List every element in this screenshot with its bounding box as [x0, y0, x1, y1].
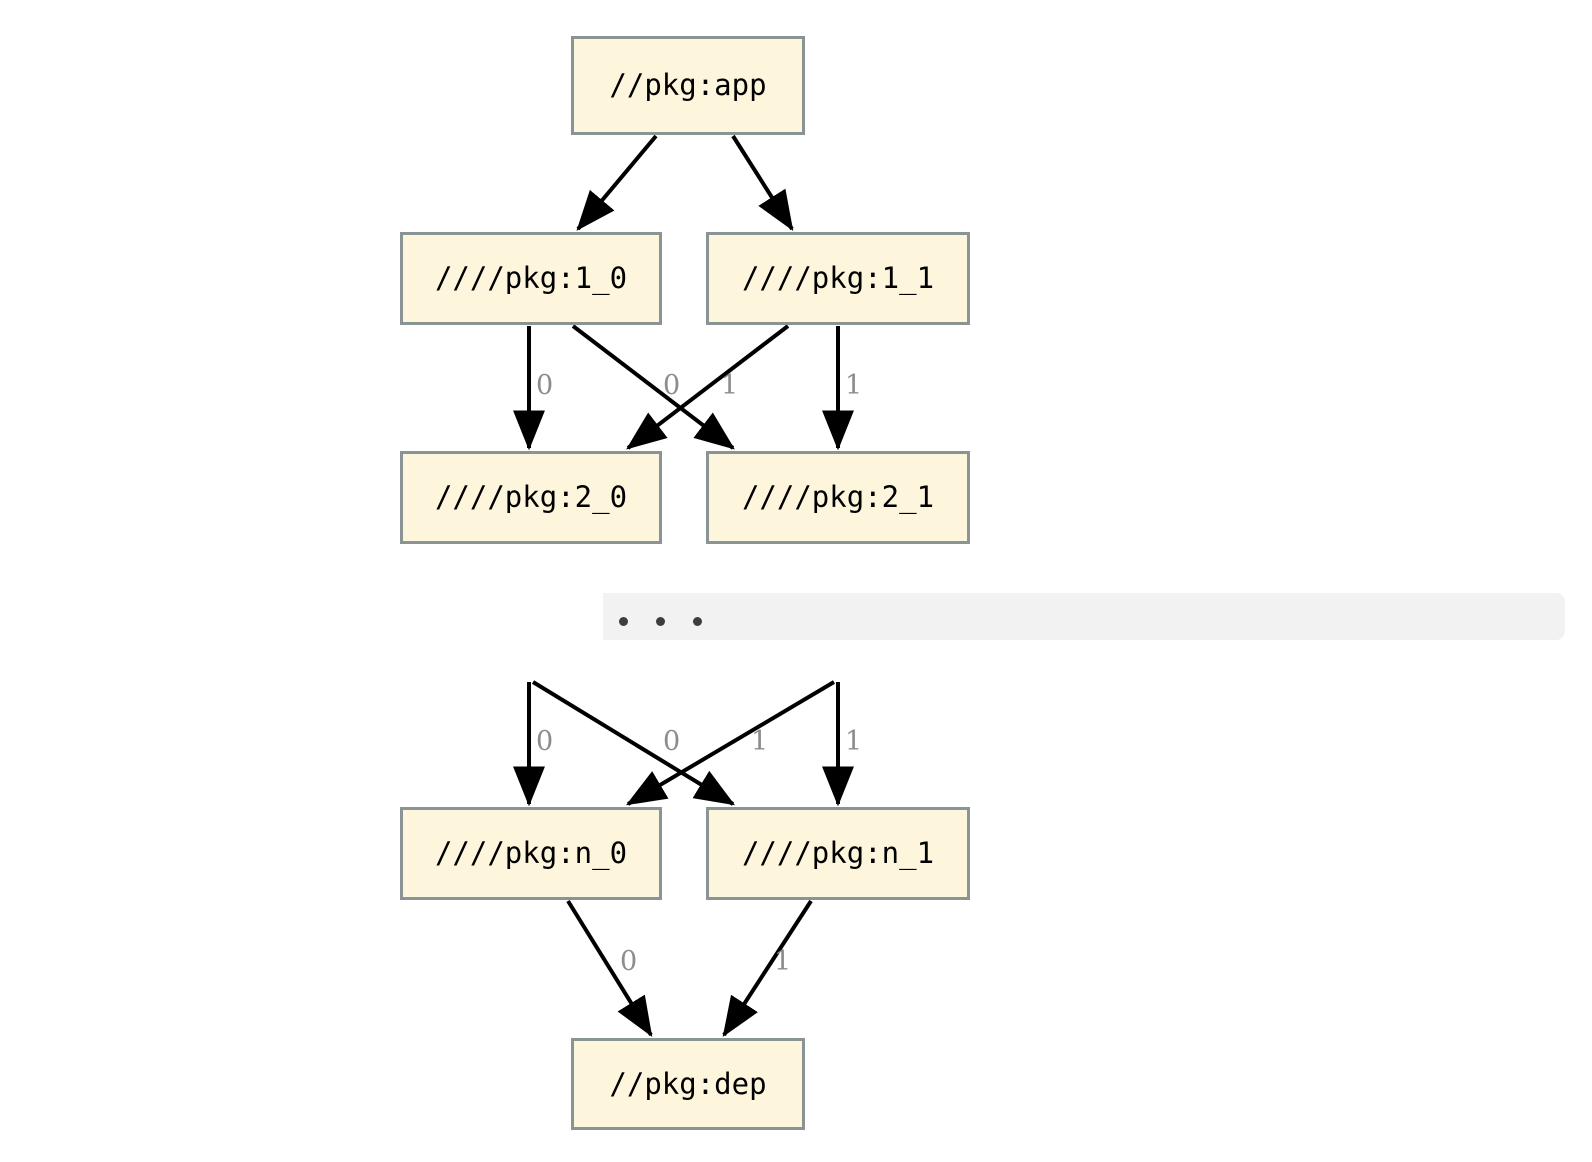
node-label: ////pkg:n_0 — [434, 836, 628, 870]
node-dep[interactable]: //pkg:dep — [571, 1038, 805, 1130]
node-label: //pkg:dep — [609, 1066, 767, 1101]
node-ln_1[interactable]: ////pkg:n_1 — [706, 807, 970, 900]
edge-arrow — [625, 680, 836, 806]
edge-label: 1 — [845, 370, 863, 401]
edge-label: 0 — [663, 370, 681, 401]
edge-label: 1 — [774, 946, 792, 977]
node-ln_0[interactable]: ////pkg:n_0 — [400, 807, 662, 900]
edge-arrow — [531, 680, 736, 806]
ellipsis-dot — [692, 616, 702, 626]
node-app[interactable]: //pkg:app — [571, 36, 805, 135]
node-l1_0[interactable]: ////pkg:1_0 — [400, 232, 662, 325]
edge-label: 1 — [751, 726, 769, 757]
edge-lines — [513, 134, 854, 1038]
edge-arrow — [566, 899, 653, 1038]
node-label: ////pkg:2_0 — [434, 480, 628, 514]
edge-label: 1 — [845, 726, 863, 757]
node-label: ////pkg:1_0 — [434, 261, 628, 295]
edge-arrow — [626, 324, 790, 450]
edge-label: 0 — [536, 726, 554, 757]
edge-label: 0 — [620, 946, 638, 977]
edge-arrow — [731, 134, 794, 232]
ellipsis-dot — [655, 616, 665, 626]
edge-arrow — [722, 899, 813, 1038]
ellipsis-dot — [618, 616, 628, 626]
edge-label: 1 — [721, 370, 739, 401]
node-label: ////pkg:1_1 — [741, 261, 935, 295]
node-l2_1[interactable]: ////pkg:2_1 — [706, 451, 970, 544]
node-l1_1[interactable]: ////pkg:1_1 — [706, 232, 970, 325]
node-l2_0[interactable]: ////pkg:2_0 — [400, 451, 662, 544]
node-label: ////pkg:2_1 — [741, 480, 935, 514]
edge-label: 0 — [663, 726, 681, 757]
node-label: //pkg:app — [609, 68, 767, 102]
edge-arrow — [571, 324, 735, 450]
node-label: ////pkg:n_1 — [741, 836, 935, 870]
edge-label: 0 — [536, 370, 554, 401]
ellipsis-band — [603, 593, 1565, 640]
edge-arrow — [576, 134, 658, 231]
